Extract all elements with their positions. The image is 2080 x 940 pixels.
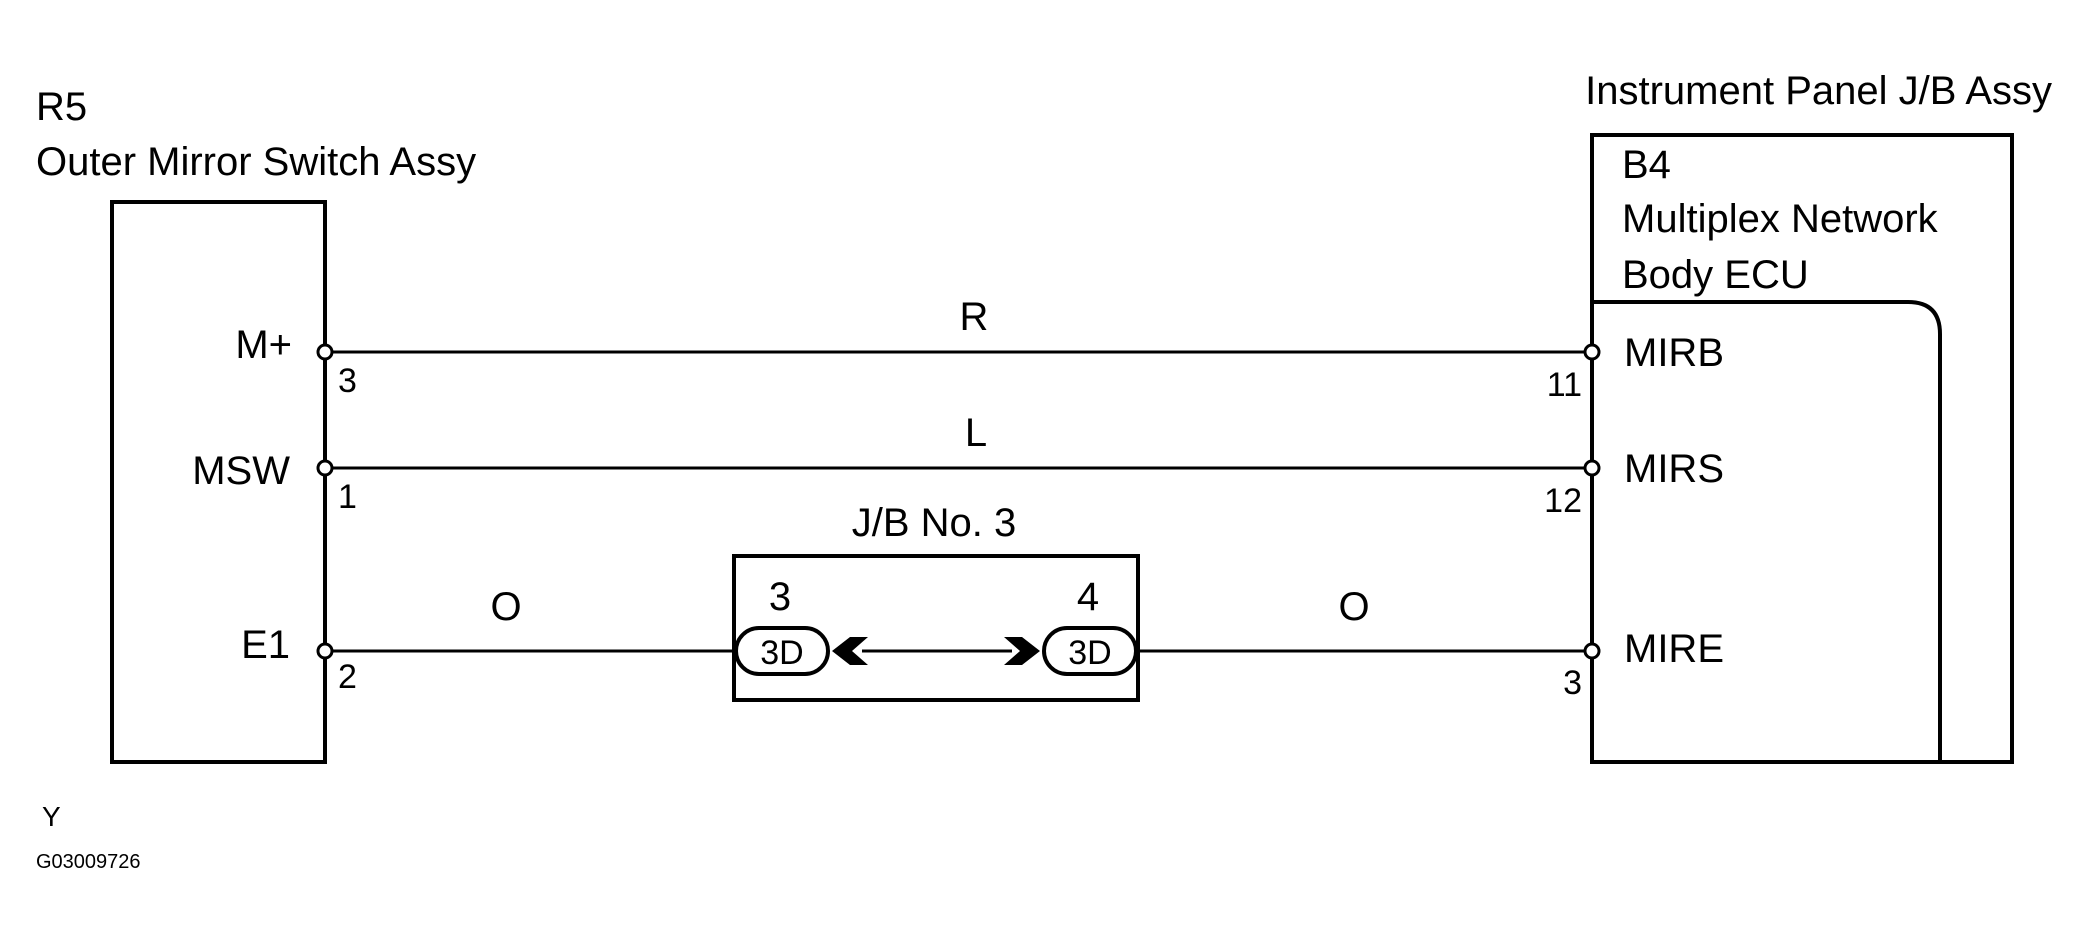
jb-right-connector-label: 3D <box>1068 634 1111 672</box>
pin-number-mirs: 12 <box>1544 482 1582 520</box>
right-component-outer-name: Instrument Panel J/B Assy <box>1585 69 2052 113</box>
body-ecu-boundary <box>1592 300 1942 762</box>
terminal-label-e1: E1 <box>241 623 290 667</box>
jb-name: J/B No. 3 <box>852 501 1017 545</box>
terminal-mirb <box>1583 343 1601 361</box>
jb-left-pin: 3 <box>769 575 791 619</box>
terminal-mire <box>1583 642 1601 660</box>
left-component-code: R5 <box>36 85 87 129</box>
right-component-name-line2: Body ECU <box>1622 253 1809 297</box>
pin-number-mire: 3 <box>1563 664 1582 702</box>
wire-color-r: R <box>960 295 989 339</box>
terminal-label-m-plus: M+ <box>235 323 292 367</box>
terminal-label-mirs: MIRS <box>1624 447 1724 491</box>
jb-right-arrow-icon <box>1004 637 1040 665</box>
terminal-label-mirb: MIRB <box>1624 331 1724 375</box>
terminal-m-plus <box>316 343 334 361</box>
instrument-panel-jb-box <box>1590 133 2014 764</box>
wire-color-o-right: O <box>1338 585 1369 629</box>
right-component-name-line1: Multiplex Network <box>1622 197 1939 241</box>
outer-mirror-switch-box <box>110 200 327 764</box>
pin-number-m-plus: 3 <box>338 362 357 400</box>
pin-number-e1: 2 <box>338 658 357 696</box>
terminal-mirs <box>1583 459 1601 477</box>
terminal-msw <box>316 459 334 477</box>
wire-color-l: L <box>965 411 987 455</box>
jb-right-connector <box>1042 626 1138 676</box>
jb-left-connector-label: 3D <box>760 634 803 672</box>
wire-color-o-left: O <box>490 585 521 629</box>
jb-right-pin: 4 <box>1077 575 1099 619</box>
left-component-name: Outer Mirror Switch Assy <box>36 140 476 184</box>
terminal-label-mire: MIRE <box>1624 627 1724 671</box>
right-component-code: B4 <box>1622 143 1671 187</box>
pin-number-msw: 1 <box>338 478 357 516</box>
pin-number-mirb: 11 <box>1547 366 1582 404</box>
jb-left-connector <box>734 626 830 676</box>
terminal-label-msw: MSW <box>192 449 290 493</box>
jb-left-arrow-icon <box>832 637 868 665</box>
diagram-code: G03009726 <box>36 851 141 873</box>
jb-no3-box <box>732 554 1140 702</box>
ground-note: Y <box>42 801 61 832</box>
terminal-e1 <box>316 642 334 660</box>
